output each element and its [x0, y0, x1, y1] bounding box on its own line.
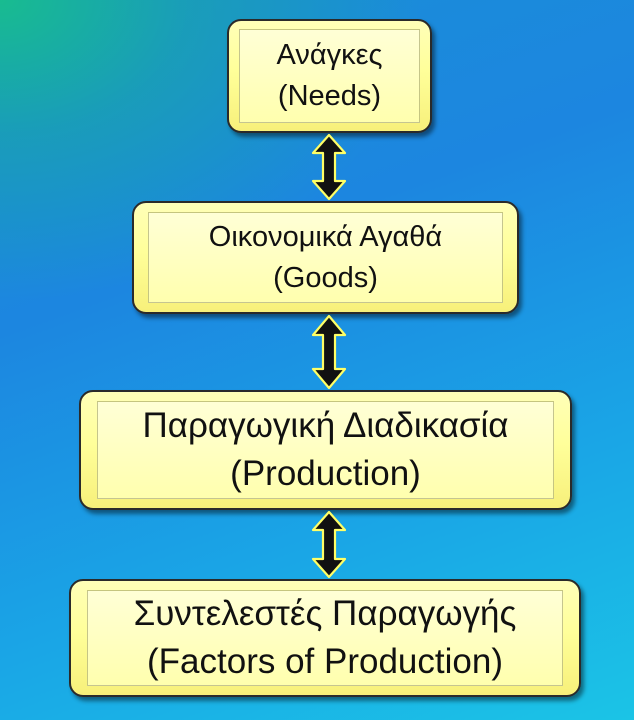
factors-label-greek: Συντελεστές Παραγωγής [133, 594, 517, 633]
goods-box: Οικονομικά Αγαθά (Goods) [132, 201, 519, 314]
production-box: Παραγωγική Διαδικασία (Production) [79, 390, 572, 510]
double-arrow-icon [311, 510, 347, 579]
double-arrow-icon [311, 314, 347, 390]
factors-box-content: Συντελεστές Παραγωγής (Factors of Produc… [87, 590, 563, 686]
goods-label-greek: Οικονομικά Αγαθά [208, 220, 443, 253]
goods-label-english: (Goods) [273, 261, 378, 294]
production-label-english: (Production) [230, 454, 421, 493]
production-box-content: Παραγωγική Διαδικασία (Production) [97, 401, 554, 499]
needs-label-english: (Needs) [277, 80, 382, 112]
needs-box-content: Ανάγκες (Needs) [239, 29, 420, 123]
factors-box: Συντελεστές Παραγωγής (Factors of Produc… [69, 579, 581, 697]
double-arrow-icon [311, 133, 347, 201]
needs-label-greek: Ανάγκες [276, 39, 383, 71]
needs-box: Ανάγκες (Needs) [227, 19, 432, 133]
goods-box-content: Οικονομικά Αγαθά (Goods) [148, 212, 503, 303]
factors-label-english: (Factors of Production) [147, 642, 503, 681]
production-label-greek: Παραγωγική Διαδικασία [142, 406, 509, 445]
